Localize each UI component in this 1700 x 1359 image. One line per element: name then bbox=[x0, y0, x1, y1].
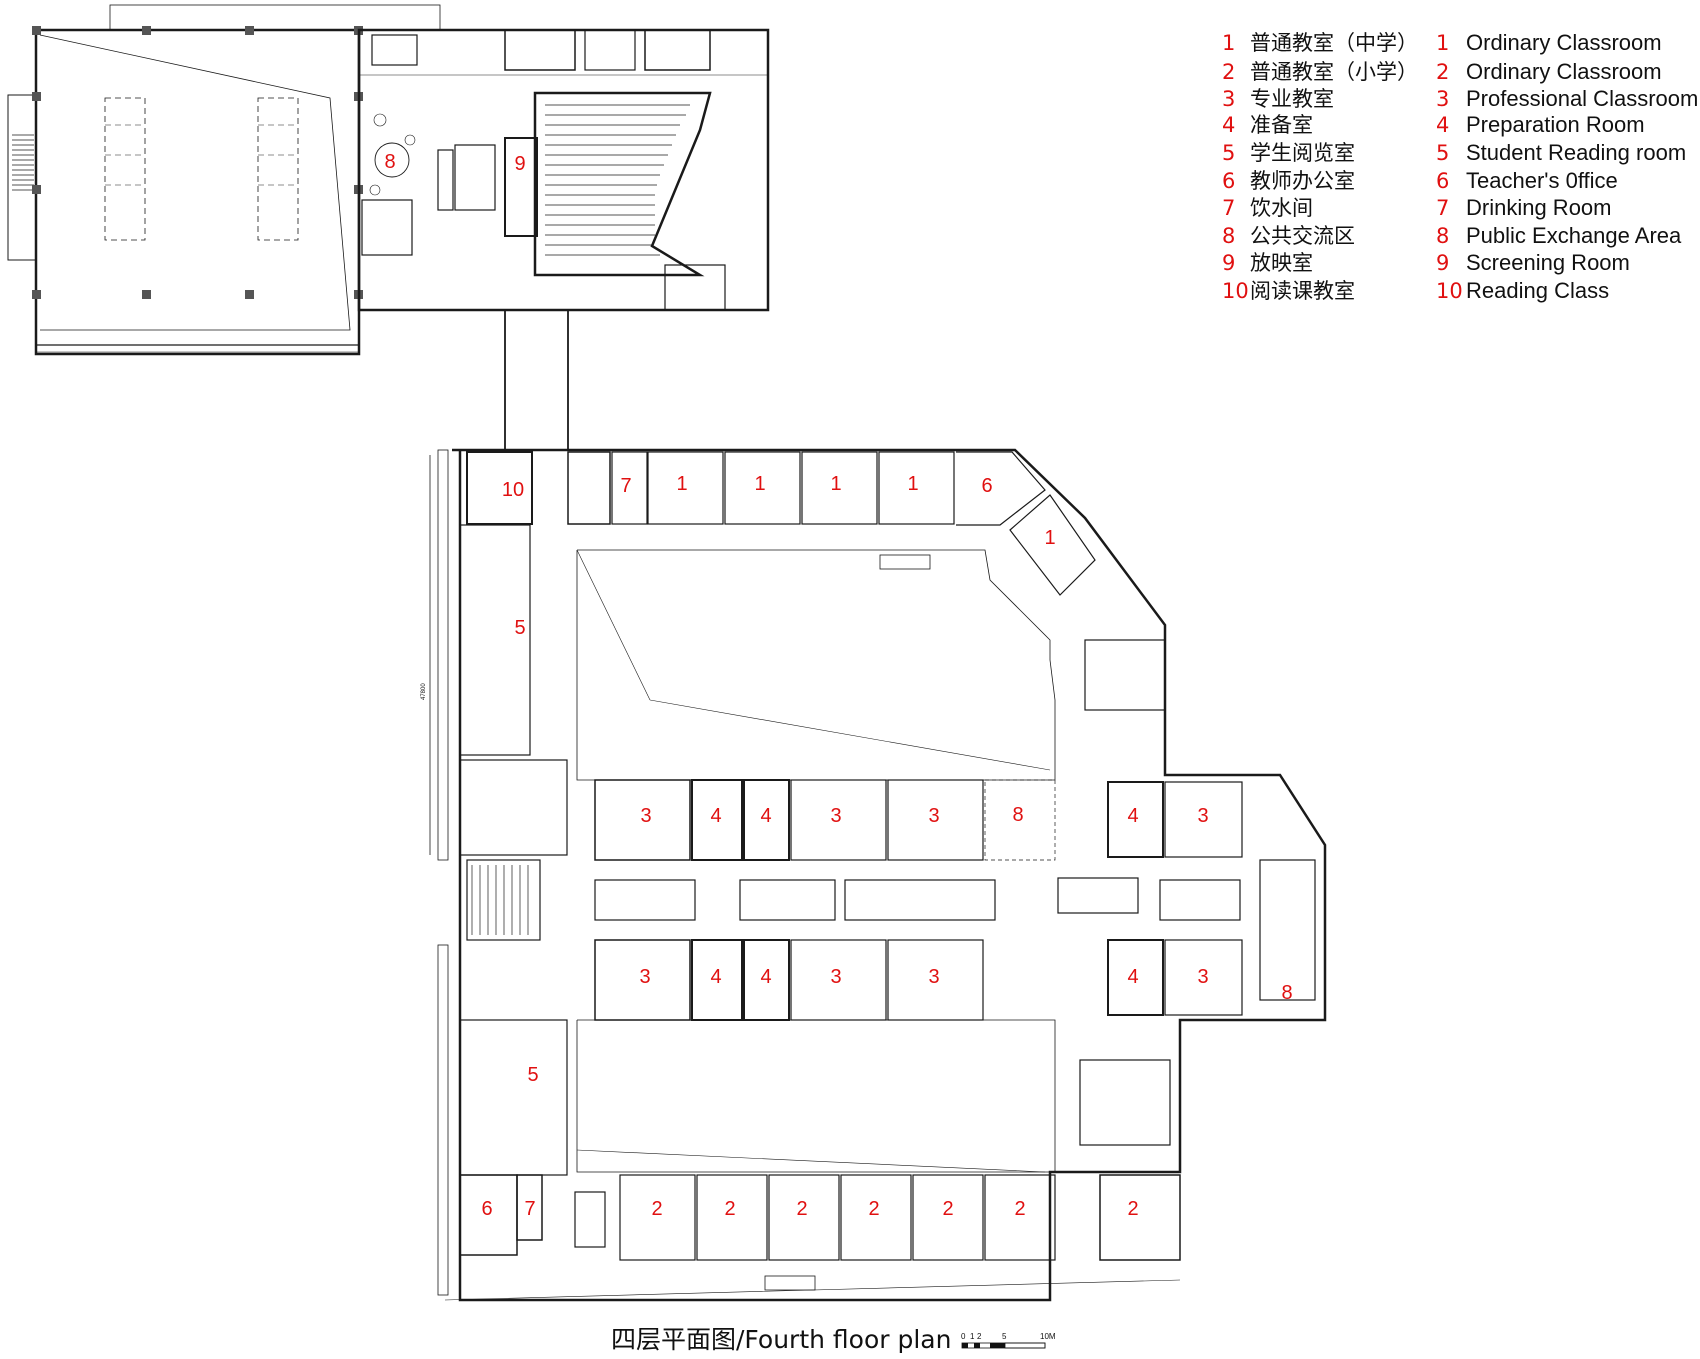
north-hall-columns bbox=[32, 26, 363, 299]
room-label: 9 bbox=[514, 153, 525, 175]
room-label: 2 bbox=[651, 1198, 662, 1220]
room-label: 3 bbox=[830, 966, 841, 988]
room-label: 2 bbox=[724, 1198, 735, 1220]
legend-en: Professional Classroom bbox=[1466, 86, 1699, 111]
legend-zh: 阅读课教室 bbox=[1250, 279, 1355, 303]
connecting-bridge bbox=[504, 310, 569, 450]
legend-zh: 学生阅览室 bbox=[1250, 141, 1355, 165]
room-label: 6 bbox=[481, 1198, 492, 1220]
legend-zh: 公共交流区 bbox=[1250, 224, 1355, 248]
legend-en: Reading Class bbox=[1466, 278, 1610, 303]
legend-zh: 饮水间 bbox=[1250, 196, 1313, 220]
legend-num: 8 bbox=[1436, 224, 1450, 248]
room-label: 2 bbox=[868, 1198, 879, 1220]
room-label: 3 bbox=[639, 966, 650, 988]
legend-num: 5 bbox=[1222, 141, 1236, 165]
room-labels: 10 7 1 1 1 1 6 1 5 3 4 4 3 3 8 4 3 3 4 4… bbox=[384, 151, 1292, 1220]
legend-num: 6 bbox=[1222, 169, 1236, 193]
room-label: 2 bbox=[1127, 1198, 1138, 1220]
north-hall bbox=[7, 4, 441, 356]
room-label: 4 bbox=[760, 966, 771, 988]
room-label: 3 bbox=[928, 805, 939, 827]
legend-zh: 普通教室（中学） bbox=[1250, 31, 1418, 55]
legend-num: 2 bbox=[1222, 60, 1236, 84]
room-label: 3 bbox=[1197, 805, 1208, 827]
room-label: 5 bbox=[527, 1064, 538, 1086]
scale-bar: 0 1 2 5 10M bbox=[961, 1332, 1056, 1349]
legend-num: 9 bbox=[1436, 251, 1450, 275]
auditorium-block bbox=[357, 28, 770, 312]
scale-label-0: 0 bbox=[961, 1332, 966, 1341]
legend-num: 6 bbox=[1436, 169, 1450, 193]
room-label: 8 bbox=[1281, 982, 1292, 1004]
legend-num: 10 bbox=[1436, 279, 1463, 303]
room-label: 1 bbox=[754, 473, 765, 495]
south-building bbox=[429, 448, 1327, 1302]
room-label: 4 bbox=[760, 805, 771, 827]
legend-zh: 普通教室（小学） bbox=[1250, 60, 1418, 84]
legend-en: Student Reading room bbox=[1466, 140, 1687, 165]
dimension-label: 47800 bbox=[421, 683, 427, 700]
room-label: 3 bbox=[640, 805, 651, 827]
legend-en: Screening Room bbox=[1466, 250, 1630, 275]
room-label: 3 bbox=[1197, 966, 1208, 988]
room-label: 6 bbox=[981, 475, 992, 497]
legend-num: 4 bbox=[1436, 113, 1450, 137]
legend-en: Ordinary Classroom bbox=[1466, 59, 1662, 84]
room-label: 2 bbox=[1014, 1198, 1025, 1220]
legend-num: 4 bbox=[1222, 113, 1236, 137]
legend-zh: 准备室 bbox=[1250, 113, 1313, 137]
legend-num: 10 bbox=[1222, 279, 1249, 303]
room-label: 7 bbox=[620, 475, 631, 497]
legend-num: 8 bbox=[1222, 224, 1236, 248]
room-label: 3 bbox=[928, 966, 939, 988]
room-label: 4 bbox=[1127, 966, 1138, 988]
legend-en: Teacher's 0ffice bbox=[1466, 168, 1618, 193]
legend-num: 2 bbox=[1436, 60, 1450, 84]
room-label: 1 bbox=[1044, 527, 1055, 549]
legend-zh: 放映室 bbox=[1250, 251, 1313, 275]
room-label: 5 bbox=[514, 617, 525, 639]
scale-label-5: 5 bbox=[1002, 1332, 1007, 1341]
room-label: 2 bbox=[796, 1198, 807, 1220]
room-label: 3 bbox=[830, 805, 841, 827]
scale-label-1: 1 bbox=[970, 1332, 975, 1341]
legend-zh: 专业教室 bbox=[1250, 87, 1334, 111]
scale-label-10: 10M bbox=[1040, 1332, 1056, 1341]
legend-num: 9 bbox=[1222, 251, 1236, 275]
room-label: 10 bbox=[502, 479, 524, 501]
legend-num: 5 bbox=[1436, 141, 1450, 165]
legend-num: 1 bbox=[1222, 31, 1236, 55]
room-label: 4 bbox=[710, 966, 721, 988]
room-label: 2 bbox=[942, 1198, 953, 1220]
room-label: 1 bbox=[676, 473, 687, 495]
legend-num: 3 bbox=[1436, 87, 1450, 111]
room-label: 7 bbox=[524, 1198, 535, 1220]
legend-num: 1 bbox=[1436, 31, 1450, 55]
legend-en: Drinking Room bbox=[1466, 195, 1612, 220]
room-label: 4 bbox=[1127, 805, 1138, 827]
room-label: 1 bbox=[907, 473, 918, 495]
scale-label-2: 2 bbox=[977, 1332, 982, 1341]
legend-en: Ordinary Classroom bbox=[1466, 30, 1662, 55]
legend-num: 7 bbox=[1436, 196, 1450, 220]
plan-caption: 四层平面图/Fourth floor plan bbox=[611, 1325, 952, 1354]
room-label: 1 bbox=[830, 473, 841, 495]
room-label: 8 bbox=[1012, 804, 1023, 826]
room-label: 4 bbox=[710, 805, 721, 827]
legend-num: 7 bbox=[1222, 196, 1236, 220]
legend-zh: 教师办公室 bbox=[1250, 169, 1355, 193]
legend-en: Preparation Room bbox=[1466, 112, 1645, 137]
legend-en: Public Exchange Area bbox=[1466, 223, 1682, 248]
room-label: 8 bbox=[384, 151, 395, 173]
legend-num: 3 bbox=[1222, 87, 1236, 111]
